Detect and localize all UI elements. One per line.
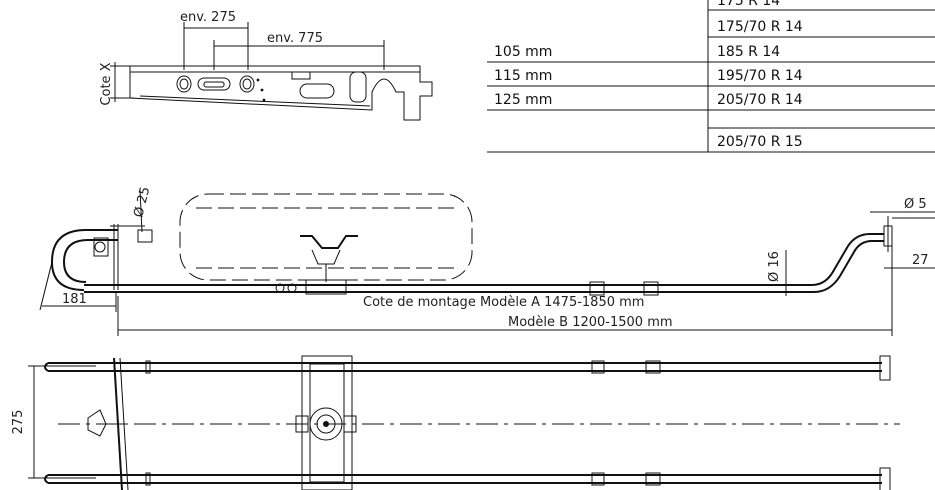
modele-b-label: Modèle B 1200-1500 mm <box>508 315 673 330</box>
dia-5-label: Ø 5 <box>904 197 927 212</box>
table-row-3-tyre: 195/70 R 14 <box>717 68 803 84</box>
dim-env-275: env. 275 <box>180 10 236 25</box>
mounting-plate-drawing: env. 275 env. 775 Cote X <box>99 10 433 121</box>
top-view-drawing: 275 <box>11 355 900 490</box>
side-view-drawing: Ø 25 181 Ø 16 Ø 5 27 <box>39 185 935 336</box>
table-row-4-tyre: 205/70 R 14 <box>717 92 803 108</box>
table-row-4-dim: 125 mm <box>494 92 552 108</box>
table-row-1-tyre: 175/70 R 14 <box>717 19 803 35</box>
dim-env-775: env. 775 <box>267 31 323 46</box>
dim-275-label: 275 <box>11 410 26 435</box>
tyre-table: 175 R 14 175/70 R 14 105 mm 185 R 14 115… <box>487 0 935 153</box>
table-row-2-dim: 105 mm <box>494 44 552 60</box>
cote-x-label: Cote X <box>99 62 114 105</box>
table-row-5-tyre: 205/70 R 15 <box>717 134 803 150</box>
table-row-2-tyre: 185 R 14 <box>717 44 780 60</box>
dim-181-label: 181 <box>62 292 87 307</box>
dia-25-label: Ø 25 <box>131 185 153 219</box>
cote-montage-a-label: Cote de montage Modèle A 1475-1850 mm <box>363 295 644 310</box>
table-row-3-dim: 115 mm <box>494 68 552 84</box>
dia-16-label: Ø 16 <box>767 251 782 282</box>
table-row-0-tyre: 175 R 14 <box>717 0 780 9</box>
dim-27-label: 27 <box>912 253 929 268</box>
